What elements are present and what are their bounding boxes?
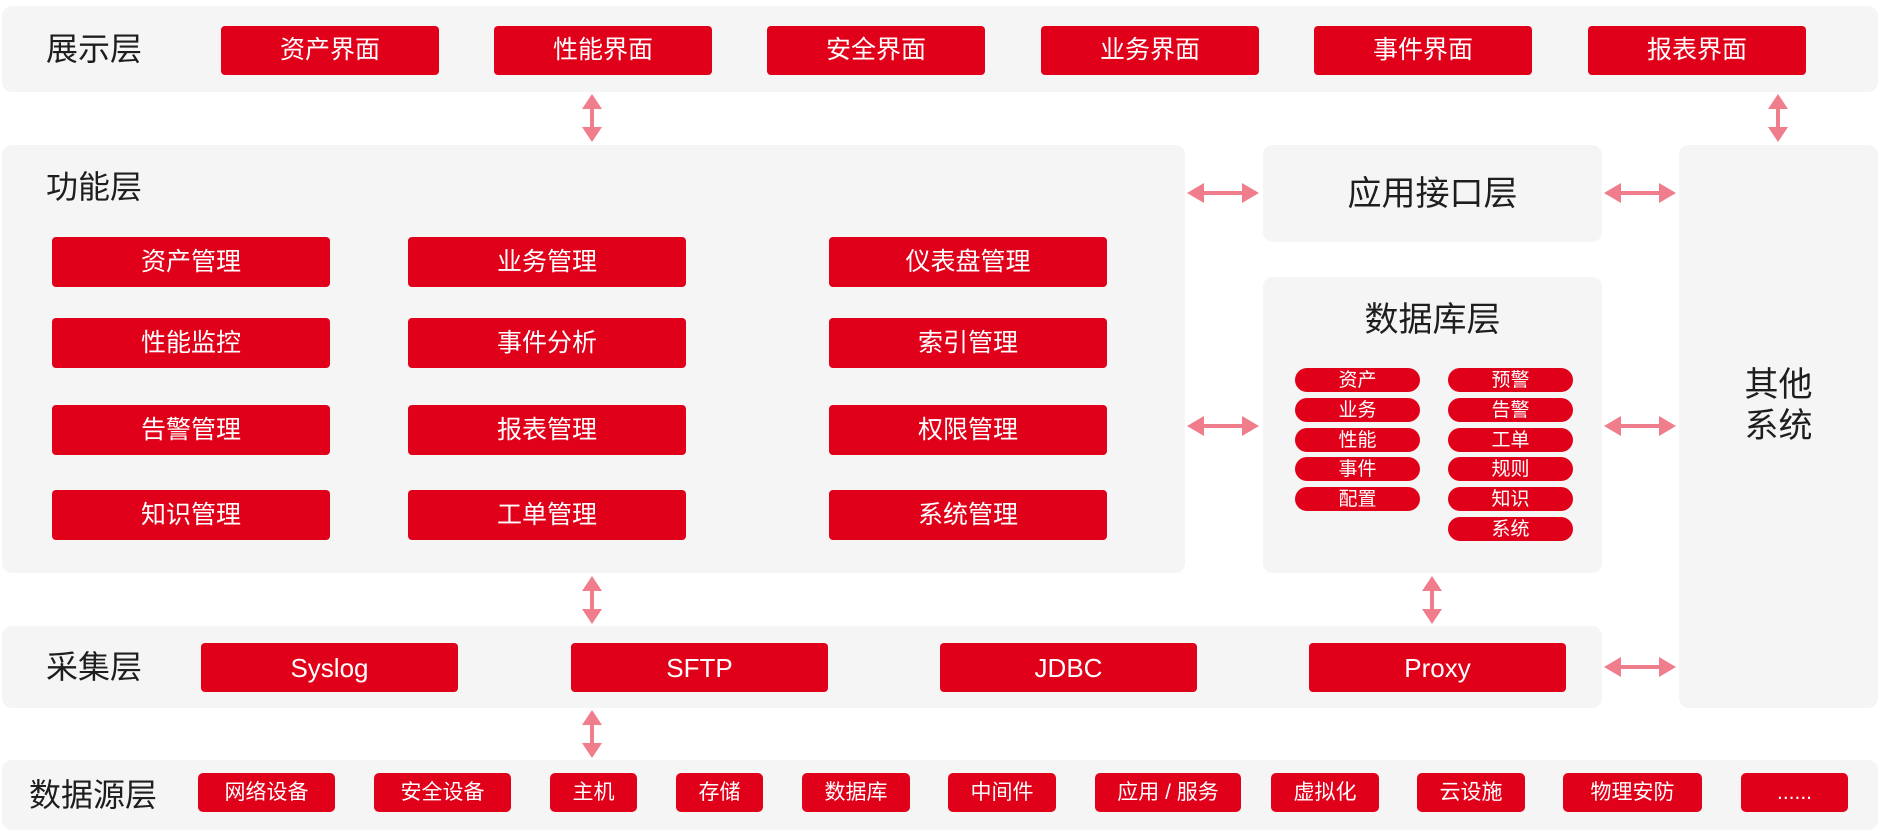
function-app-interface-double-arrow-icon bbox=[1187, 181, 1259, 205]
proxy-box: Proxy bbox=[1309, 643, 1566, 692]
business-ui-box: 业务界面 bbox=[1041, 26, 1259, 75]
network-device-box: 网络设备 bbox=[198, 773, 335, 812]
performance-monitoring-box: 性能监控 bbox=[52, 318, 330, 368]
application-service-box: 应用 / 服务 bbox=[1095, 773, 1241, 812]
display-layer-label: 展示层 bbox=[46, 31, 143, 67]
collection-layer-panel: 采集层 Syslog SFTP JDBC Proxy bbox=[2, 626, 1602, 708]
physical-security-box: 物理安防 bbox=[1563, 773, 1702, 812]
function-collection-double-arrow-icon bbox=[580, 576, 604, 624]
db-system-pill: 系统 bbox=[1448, 517, 1573, 541]
cloud-facility-box: 云设施 bbox=[1417, 773, 1525, 812]
collection-other-double-arrow-icon bbox=[1604, 655, 1676, 679]
function-layer-label: 功能层 bbox=[46, 169, 143, 205]
other-systems-panel: 其他系统 bbox=[1679, 145, 1878, 708]
db-rule-pill: 规则 bbox=[1448, 457, 1573, 481]
data-source-layer-label: 数据源层 bbox=[29, 777, 158, 813]
db-alert-pill: 告警 bbox=[1448, 398, 1573, 422]
db-ticket-pill: 工单 bbox=[1448, 428, 1573, 452]
report-management-box: 报表管理 bbox=[408, 405, 686, 455]
collection-layer-label: 采集层 bbox=[46, 649, 143, 685]
data-source-layer-panel: 数据源层 网络设备 安全设备 主机 存储 数据库 中间件 应用 / 服务 虚拟化… bbox=[2, 760, 1878, 830]
report-ui-box: 报表界面 bbox=[1588, 26, 1806, 75]
app-interface-layer-label: 应用接口层 bbox=[1347, 174, 1518, 213]
security-device-box: 安全设备 bbox=[374, 773, 511, 812]
system-management-box: 系统管理 bbox=[829, 490, 1107, 540]
db-warning-pill: 预警 bbox=[1448, 368, 1573, 392]
host-box: 主机 bbox=[550, 773, 637, 812]
knowledge-management-box: 知识管理 bbox=[52, 490, 330, 540]
database-layer-label: 数据库层 bbox=[1364, 301, 1501, 339]
display-layer-panel: 展示层 资产界面 性能界面 安全界面 业务界面 事件界面 报表界面 bbox=[2, 6, 1878, 92]
performance-ui-box: 性能界面 bbox=[494, 26, 712, 75]
database-collection-double-arrow-icon bbox=[1420, 576, 1444, 624]
event-ui-box: 事件界面 bbox=[1314, 26, 1532, 75]
db-performance-pill: 性能 bbox=[1295, 428, 1420, 452]
db-config-pill: 配置 bbox=[1295, 487, 1420, 511]
syslog-box: Syslog bbox=[201, 643, 458, 692]
app-interface-other-double-arrow-icon bbox=[1604, 181, 1676, 205]
db-event-pill: 事件 bbox=[1295, 457, 1420, 481]
alert-management-box: 告警管理 bbox=[52, 405, 330, 455]
other-systems-label: 其他系统 bbox=[1744, 366, 1813, 445]
db-asset-pill: 资产 bbox=[1295, 368, 1420, 392]
asset-ui-box: 资产界面 bbox=[221, 26, 439, 75]
function-database-double-arrow-icon bbox=[1187, 414, 1259, 438]
database-layer-panel: 数据库层 资产 业务 性能 事件 配置 预警 告警 工单 规则 知识 系统 bbox=[1263, 277, 1602, 573]
security-ui-box: 安全界面 bbox=[767, 26, 985, 75]
sftp-box: SFTP bbox=[571, 643, 828, 692]
display-other-double-arrow-icon bbox=[1766, 94, 1790, 142]
db-knowledge-pill: 知识 bbox=[1448, 487, 1573, 511]
index-management-box: 索引管理 bbox=[829, 318, 1107, 368]
event-analysis-box: 事件分析 bbox=[408, 318, 686, 368]
business-management-box: 业务管理 bbox=[408, 237, 686, 287]
display-function-double-arrow-icon bbox=[580, 94, 604, 142]
ticket-management-box: 工单管理 bbox=[408, 490, 686, 540]
dashboard-management-box: 仪表盘管理 bbox=[829, 237, 1107, 287]
permission-management-box: 权限管理 bbox=[829, 405, 1107, 455]
db-business-pill: 业务 bbox=[1295, 398, 1420, 422]
virtualization-box: 虚拟化 bbox=[1271, 773, 1379, 812]
more-sources-box: ...... bbox=[1741, 773, 1848, 812]
database-box: 数据库 bbox=[802, 773, 910, 812]
asset-management-box: 资产管理 bbox=[52, 237, 330, 287]
middleware-box: 中间件 bbox=[948, 773, 1056, 812]
database-other-double-arrow-icon bbox=[1604, 414, 1676, 438]
storage-box: 存储 bbox=[676, 773, 763, 812]
app-interface-layer-panel: 应用接口层 bbox=[1263, 145, 1602, 242]
collection-datasource-double-arrow-icon bbox=[580, 710, 604, 758]
function-layer-panel: 功能层 资产管理 业务管理 仪表盘管理 性能监控 事件分析 索引管理 告警管理 … bbox=[2, 145, 1185, 573]
jdbc-box: JDBC bbox=[940, 643, 1197, 692]
